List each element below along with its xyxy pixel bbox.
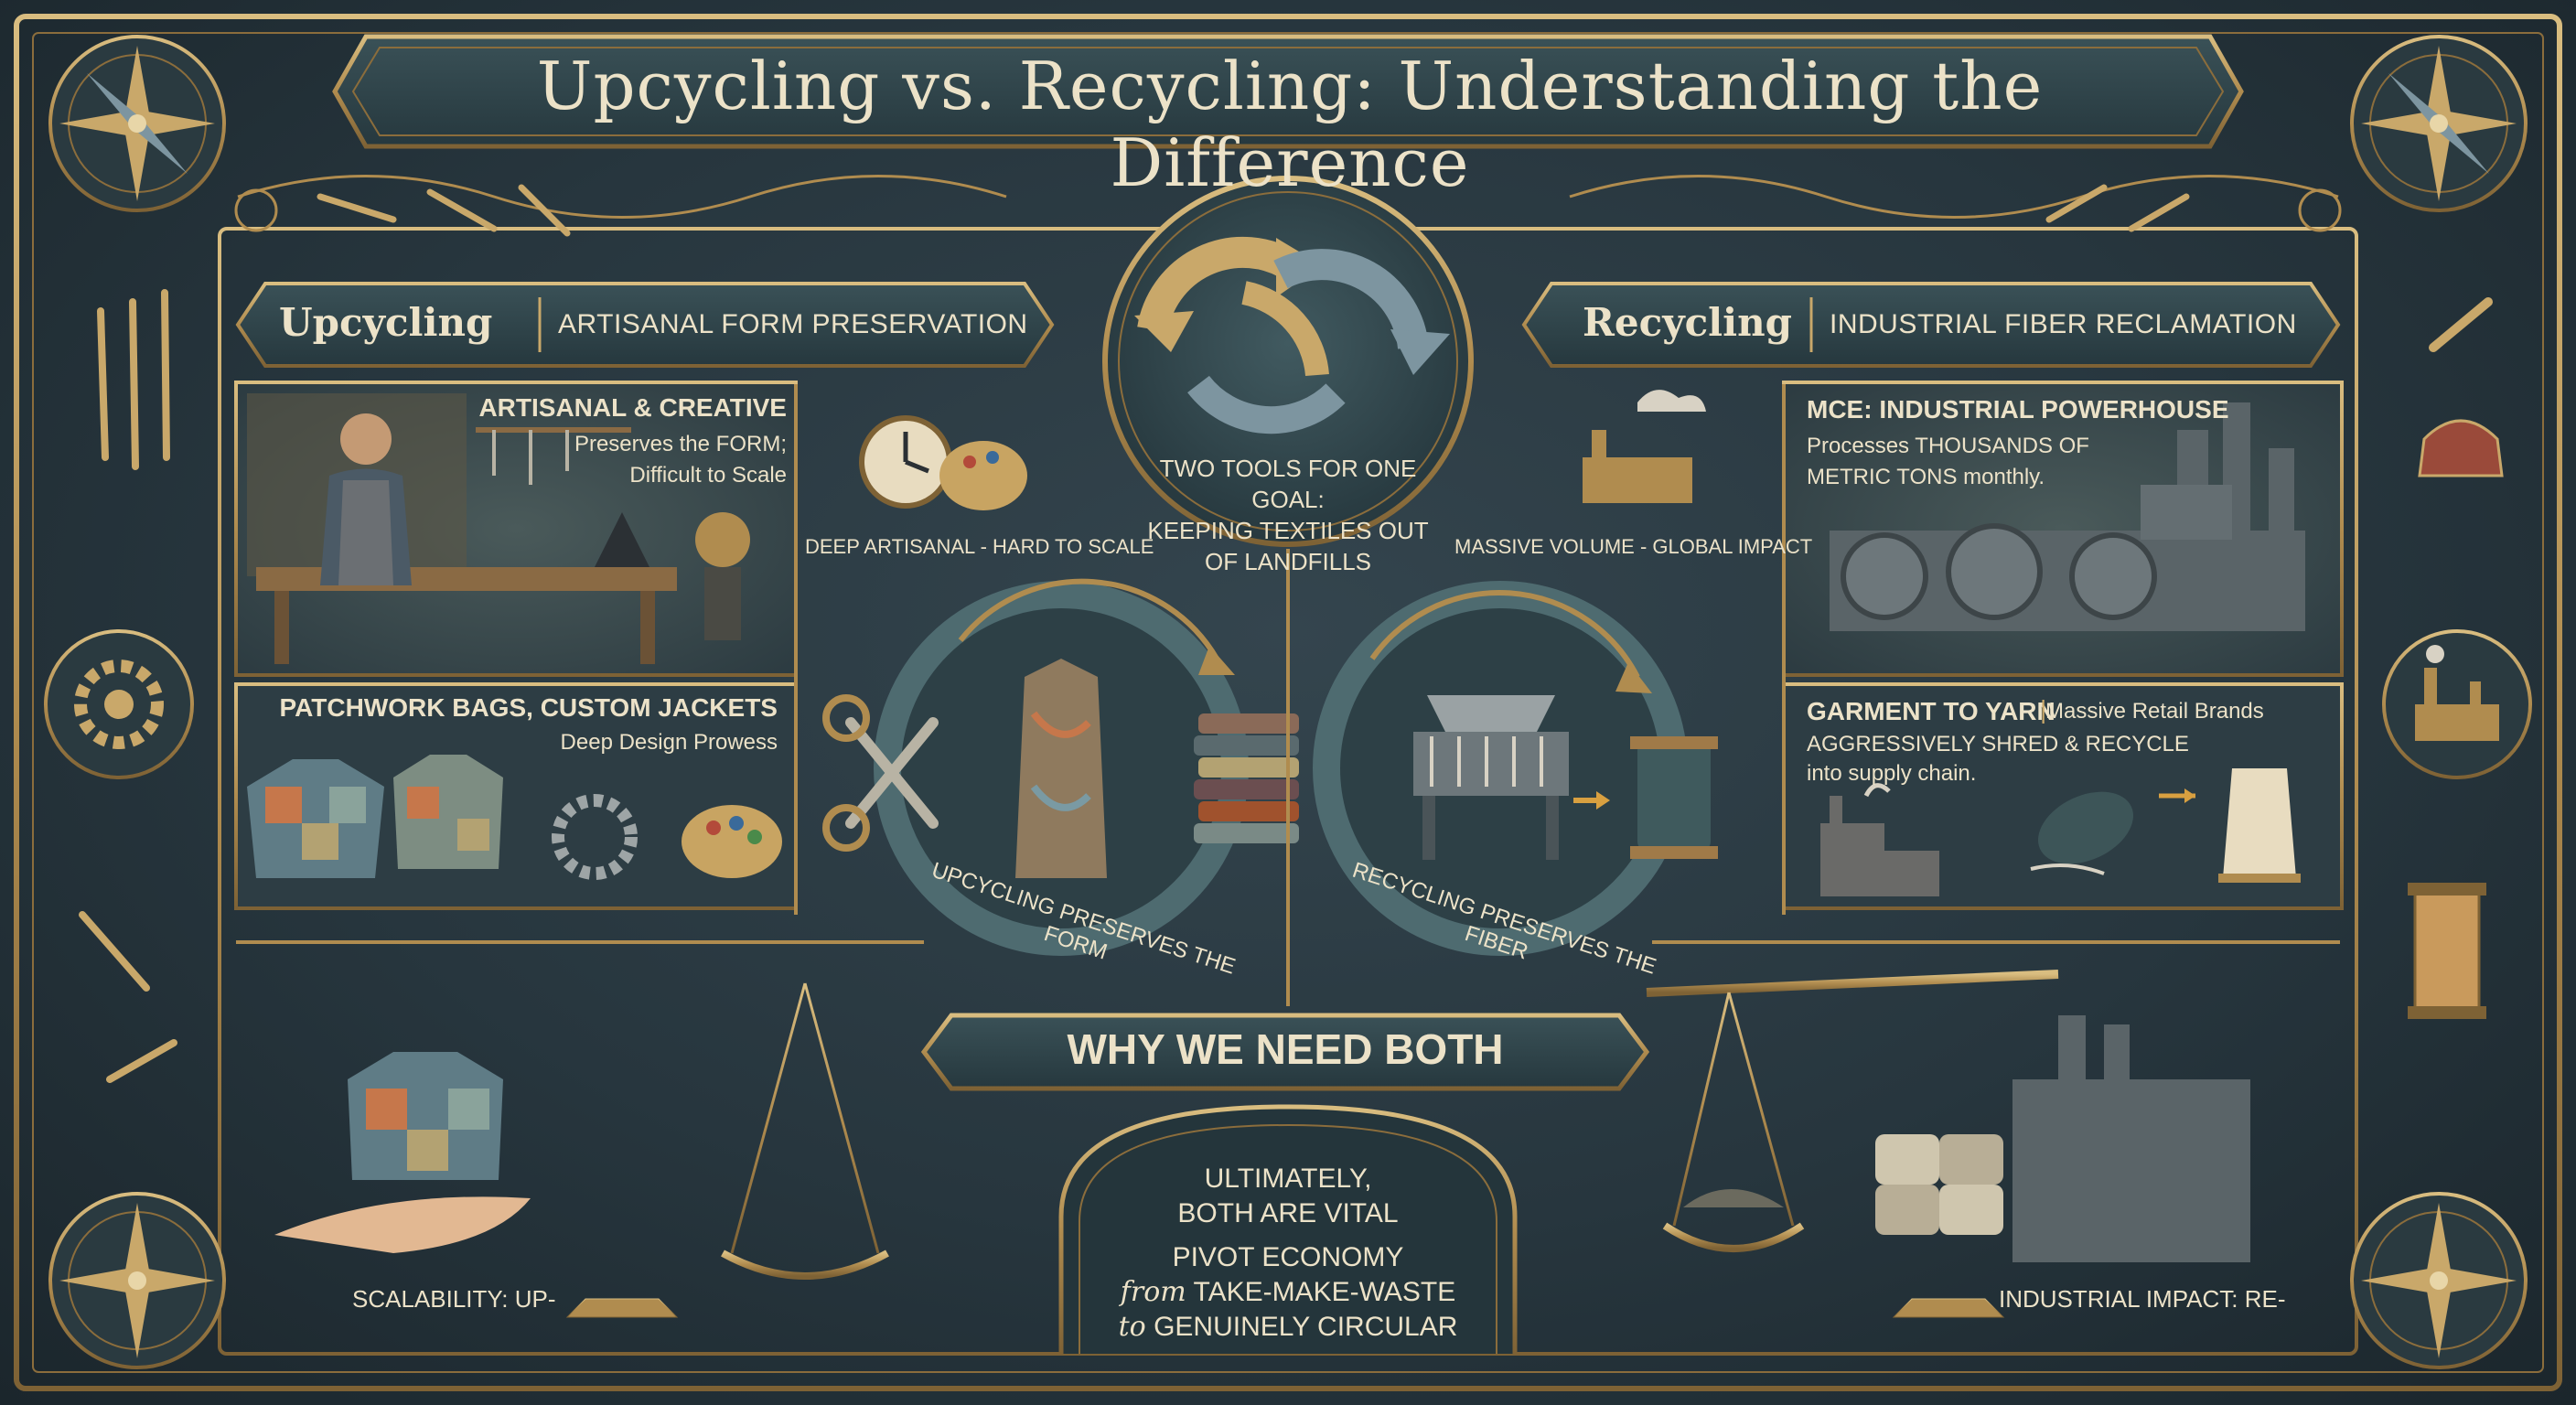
conclusion-line-2: BOTH ARE VITAL xyxy=(1177,1198,1399,1228)
upcycling-banner-title: Upcycling xyxy=(279,300,493,345)
factory-cloud-icon xyxy=(1583,390,1706,503)
artisan-tools-icon xyxy=(79,289,177,1083)
why-banner-shape xyxy=(920,1013,1650,1091)
center-goal-text: TWO TOOLS FOR ONE GOAL: KEEPING TEXTILES… xyxy=(1123,453,1453,577)
heading-divider: | xyxy=(2040,695,2047,724)
conclusion-text: ULTIMATELY, BOTH ARE VITAL PIVOT ECONOMY… xyxy=(1089,1162,1487,1345)
upcycling-panel1-line1: Preserves the FORM; xyxy=(574,432,787,456)
upcycling-scale-caption: DEEP ARTISANAL - HARD TO SCALE xyxy=(805,535,1154,558)
recycling-scale-caption: MASSIVE VOLUME - GLOBAL IMPACT xyxy=(1454,535,1813,558)
upcycling-banner-subtitle: Artisanal Form Preservation xyxy=(558,309,1028,339)
sewing-tools-icon xyxy=(2408,297,2504,1019)
compass-rose-icon xyxy=(48,35,226,212)
conclusion-line-1: ULTIMATELY, xyxy=(1204,1164,1372,1194)
industrial-impact-label: INDUSTRIAL IMPACT: RE- xyxy=(1999,1285,2286,1313)
recycling-loop xyxy=(1313,581,1718,956)
recycling-banner-subtitle: Industrial Fiber Reclamation xyxy=(1830,309,2297,339)
recycling-panel2-line2: into supply chain. xyxy=(1807,761,1977,786)
recycling-banner-shape xyxy=(1521,282,2341,368)
compass-rose-icon xyxy=(48,1192,226,1369)
goal-line-1: TWO TOOLS FOR ONE GOAL: xyxy=(1159,455,1417,513)
gear-icon xyxy=(44,629,194,779)
upcycling-panel1-line2: Difficult to Scale xyxy=(629,463,787,488)
page-title: Upcycling vs. Recycling: Understanding t… xyxy=(536,48,2044,201)
frame-connectors xyxy=(236,384,2340,1006)
recycle-arrows-medallion xyxy=(1102,176,1474,547)
scalability-label: SCALABILITY: UP- xyxy=(352,1285,556,1313)
recycling-panel1-line1: Processes THOUSANDS OF xyxy=(1807,434,2089,458)
artisan-workshop-illustration xyxy=(247,393,750,664)
scrollwork-ornament xyxy=(234,175,2342,232)
compass-rose-icon xyxy=(2350,35,2528,212)
why-we-need-both-title: WHY WE NEED BOTH xyxy=(1067,1025,1504,1073)
craft-tools-row-icon xyxy=(317,184,2190,237)
conclusion-to: to xyxy=(1118,1311,1146,1343)
patchwork-jacket-illustrations xyxy=(247,755,782,880)
upcycling-panel1-heading: ARTISANAL & CREATIVE xyxy=(478,393,787,422)
recycling-banner-title: Recycling xyxy=(1583,300,1792,345)
garment-to-yarn-illustration xyxy=(1820,768,2301,896)
upcycling-panel2-line1: Deep Design Prowess xyxy=(560,730,778,755)
hand-holding-jacket-illustration xyxy=(274,1052,531,1253)
recycling-panel1-heading: MCE: INDUSTRIAL POWERHOUSE xyxy=(1807,395,2229,424)
factory-medallion-icon xyxy=(2382,629,2532,779)
recycling-panel2-heading-suffix: Massive Retail Brands xyxy=(2045,699,2264,724)
clock-palette-icon xyxy=(859,415,1027,510)
recycling-panel2-heading: GARMENT TO YARN xyxy=(1807,697,2055,725)
conclusion-from: from xyxy=(1120,1276,1186,1308)
balance-scale-left xyxy=(512,960,915,1318)
title-plaque xyxy=(332,34,2244,149)
upcycling-loop xyxy=(822,578,1299,956)
upcycling-banner-shape xyxy=(235,282,1055,368)
goal-line-3: OF LANDFILLS xyxy=(1204,548,1372,575)
upcycling-panel2-heading: PATCHWORK BAGS, CUSTOM JACKETS xyxy=(279,693,778,722)
conclusion-arch xyxy=(1058,1104,1518,1354)
recycling-panel1-line2: METRIC TONS monthly. xyxy=(1807,465,2045,489)
compass-rose-icon xyxy=(2350,1192,2528,1369)
goal-line-2: KEEPING TEXTILES OUT xyxy=(1147,517,1429,544)
recycling-panel2-line1: AGGRESSIVELY SHRED & RECYCLE xyxy=(1807,732,2189,756)
conclusion-line-3: PIVOT ECONOMY xyxy=(1172,1242,1404,1272)
conclusion-line-5: GENUINELY CIRCULAR xyxy=(1154,1312,1458,1342)
textile-bales-illustration xyxy=(1683,1015,2250,1262)
industrial-machinery-illustration xyxy=(1830,402,2305,631)
conclusion-line-4: TAKE-MAKE-WASTE xyxy=(1193,1277,1456,1307)
